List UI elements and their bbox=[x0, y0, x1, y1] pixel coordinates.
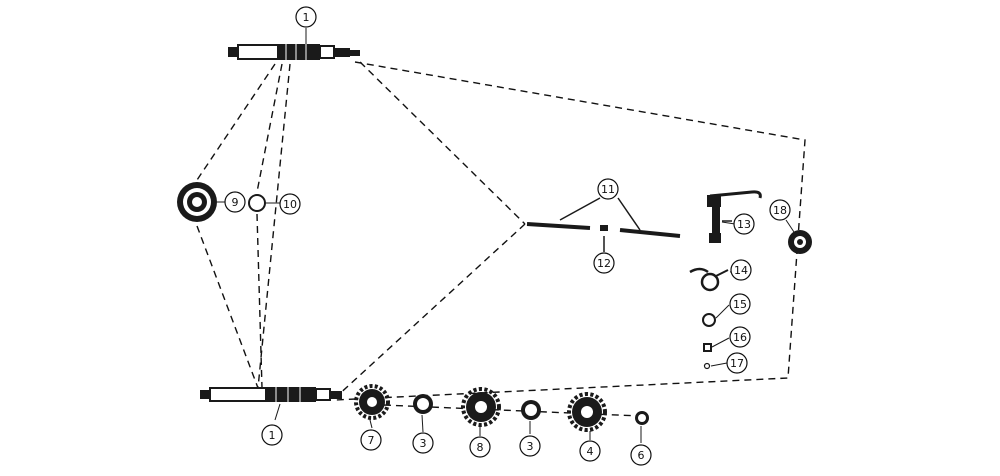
svg-text:8: 8 bbox=[477, 441, 484, 454]
svg-text:16: 16 bbox=[733, 331, 747, 344]
svg-text:10: 10 bbox=[283, 198, 297, 211]
callout-1-bottom: 1 bbox=[261, 424, 283, 446]
selector-lever bbox=[707, 190, 762, 243]
svg-text:14: 14 bbox=[734, 264, 748, 277]
leader-lines bbox=[217, 28, 795, 443]
snap-ring-left bbox=[248, 194, 266, 212]
callout-8: 8 bbox=[469, 436, 491, 458]
svg-text:1: 1 bbox=[303, 11, 310, 24]
callout-12: 12 bbox=[593, 252, 615, 274]
callout-7: 7 bbox=[360, 429, 382, 451]
callout-3b: 3 bbox=[519, 435, 541, 457]
callout-4: 4 bbox=[579, 440, 601, 462]
svg-text:9: 9 bbox=[232, 196, 239, 209]
ball-bearing-right bbox=[788, 230, 812, 254]
block-16 bbox=[703, 343, 712, 352]
detent-pin bbox=[600, 225, 608, 231]
svg-text:6: 6 bbox=[638, 449, 645, 462]
callout-14: 14 bbox=[730, 259, 752, 281]
callout-16: 16 bbox=[729, 326, 751, 348]
callout-10: 10 bbox=[279, 193, 301, 215]
svg-text:7: 7 bbox=[368, 434, 375, 447]
svg-text:13: 13 bbox=[737, 218, 751, 231]
svg-text:17: 17 bbox=[730, 357, 744, 370]
svg-text:12: 12 bbox=[597, 257, 611, 270]
torsion-spring bbox=[689, 267, 729, 292]
gear-8 bbox=[461, 387, 501, 427]
washer-3a bbox=[413, 394, 433, 414]
callout-3a: 3 bbox=[412, 432, 434, 454]
svg-text:3: 3 bbox=[527, 440, 534, 453]
shift-rod bbox=[526, 197, 681, 238]
svg-text:15: 15 bbox=[733, 298, 747, 311]
svg-text:4: 4 bbox=[587, 445, 594, 458]
svg-text:18: 18 bbox=[773, 204, 787, 217]
callout-1-top: 1 bbox=[295, 6, 317, 28]
gear-7 bbox=[354, 384, 390, 420]
svg-text:1: 1 bbox=[269, 429, 276, 442]
svg-text:11: 11 bbox=[601, 183, 615, 196]
callout-18: 18 bbox=[769, 199, 791, 221]
washer-15 bbox=[702, 313, 716, 327]
washer-3b bbox=[521, 400, 541, 420]
callout-6: 6 bbox=[630, 444, 652, 466]
callout-17: 17 bbox=[726, 352, 748, 374]
callout-13: 13 bbox=[733, 213, 755, 235]
gear-4 bbox=[567, 392, 607, 432]
ring-6 bbox=[635, 411, 649, 425]
small-ring-17 bbox=[703, 362, 711, 370]
callout-11: 11 bbox=[597, 178, 619, 200]
svg-text:3: 3 bbox=[420, 437, 427, 450]
callout-9: 9 bbox=[224, 191, 246, 213]
main-shaft-top bbox=[228, 44, 360, 60]
ball-bearing-left bbox=[177, 182, 217, 222]
callout-15: 15 bbox=[729, 293, 751, 315]
main-shaft-bottom bbox=[200, 387, 342, 402]
